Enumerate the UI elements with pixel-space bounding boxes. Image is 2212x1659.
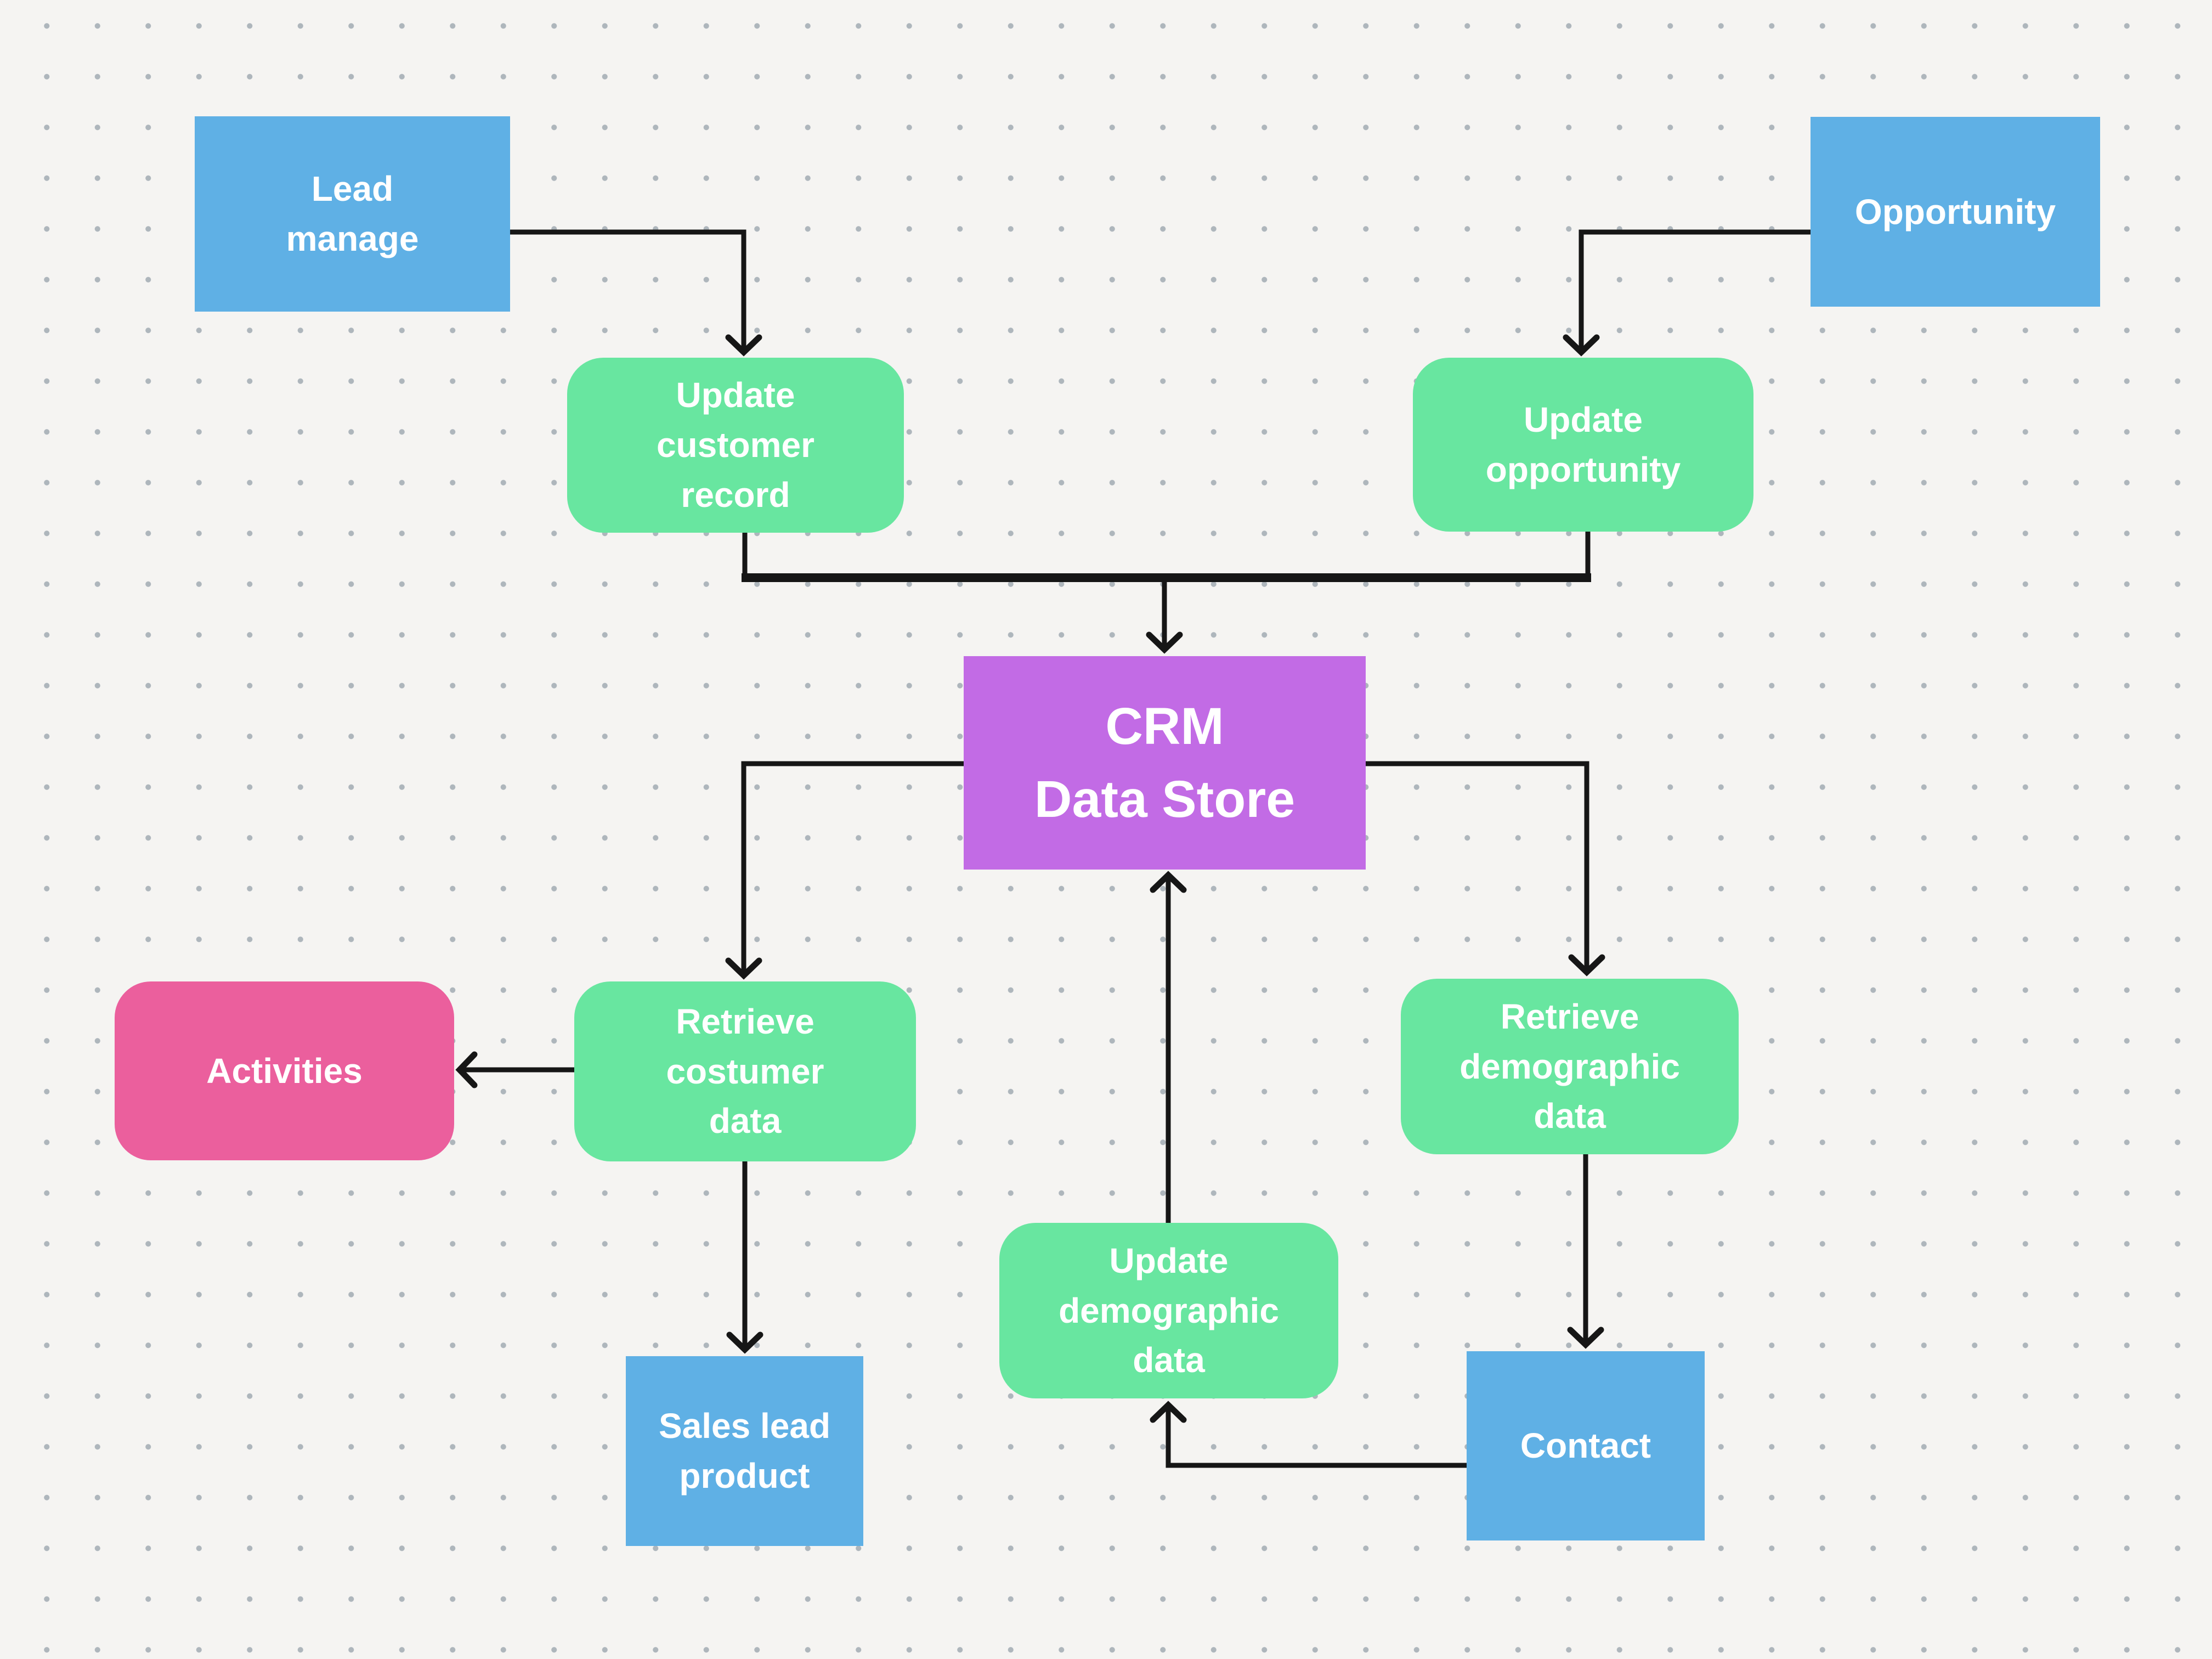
edge-lead-manage-to-update-customer-record[interactable] (510, 229, 762, 357)
node-crm-data-store[interactable]: CRM Data Store (964, 656, 1366, 870)
node-crm-data-store-label: CRM Data Store (1034, 697, 1295, 828)
node-opportunity[interactable]: Opportunity (1811, 117, 2100, 307)
node-sales-lead-product-label: Sales lead product (658, 1406, 831, 1496)
node-activities-label: Activities (206, 1051, 363, 1091)
node-lead-manage-label: Lead manage (286, 169, 419, 258)
node-retrieve-costumer-data[interactable]: Retrieve costumer data (574, 981, 916, 1161)
node-retrieve-demographic-data[interactable]: Retrieve demographic data (1401, 979, 1739, 1154)
edge-contact-to-update-demographic-data[interactable] (1150, 1401, 1467, 1468)
node-lead-manage[interactable]: Lead manage (195, 116, 510, 312)
node-update-demographic-data[interactable]: Update demographic data (999, 1223, 1338, 1398)
node-contact[interactable]: Contact (1467, 1351, 1705, 1541)
edge-crm-data-store-to-retrieve-demographic-data[interactable] (1366, 761, 1605, 977)
edge-crm-data-store-to-retrieve-costumer-data[interactable] (725, 761, 964, 980)
node-opportunity-label: Opportunity (1854, 191, 2056, 232)
node-retrieve-costumer-data-label: Retrieve costumer data (666, 1001, 824, 1141)
node-contact-label: Contact (1520, 1426, 1651, 1466)
edge-opportunity-to-update-opportunity[interactable] (1563, 229, 1811, 357)
node-update-customer-record-label: Update customer record (656, 375, 815, 515)
node-sales-lead-product[interactable]: Sales lead product (626, 1356, 863, 1546)
node-update-demographic-data-label: Update demographic data (1059, 1240, 1279, 1380)
node-update-customer-record[interactable]: Update customer record (567, 358, 904, 533)
node-activities[interactable]: Activities (115, 981, 454, 1160)
node-update-opportunity[interactable]: Update opportunity (1413, 358, 1753, 532)
node-retrieve-demographic-data-label: Retrieve demographic data (1459, 996, 1680, 1136)
node-update-opportunity-label: Update opportunity (1485, 399, 1681, 489)
